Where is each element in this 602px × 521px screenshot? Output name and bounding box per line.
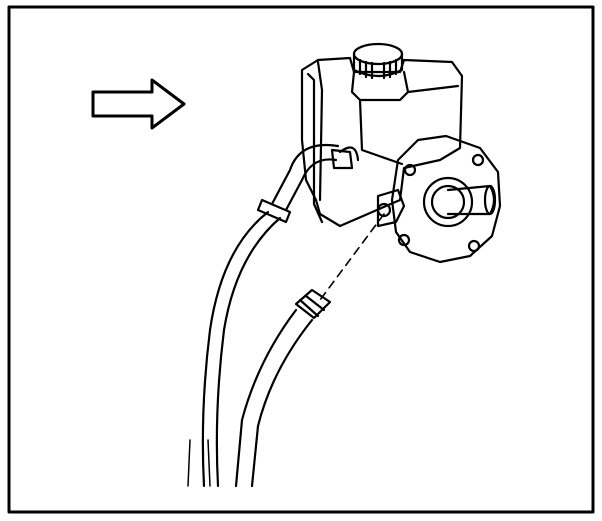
pump-body (376, 134, 502, 264)
figure-frame (7, 5, 595, 514)
return-hose (187, 144, 360, 488)
pressure-hose (234, 213, 385, 488)
fluid-reservoir (300, 42, 464, 228)
direction-arrow-icon (91, 78, 186, 130)
